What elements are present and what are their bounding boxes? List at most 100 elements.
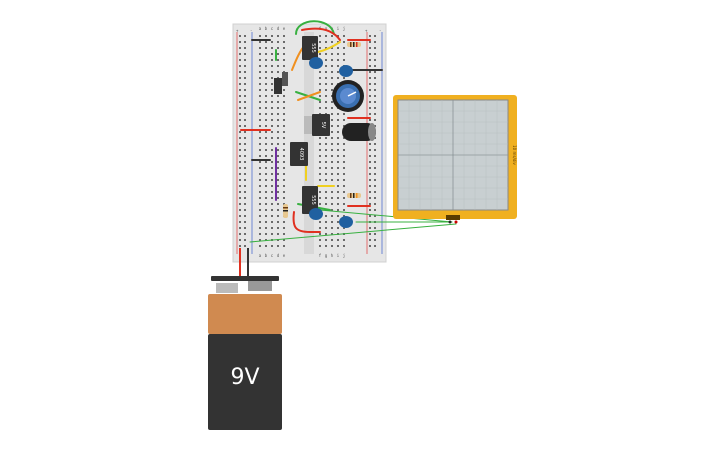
breadboard-hole: [319, 53, 321, 55]
breadboard-hole: [374, 101, 376, 103]
wire-red-bottom[interactable]: [292, 211, 321, 233]
breadboard-hole: [271, 233, 273, 235]
probe-wire-1[interactable]: [319, 209, 453, 223]
breadboard-hole: [277, 119, 279, 121]
breadboard-hole: [244, 101, 246, 103]
capacitor-electrolytic[interactable]: [342, 123, 376, 141]
breadboard-hole: [259, 71, 261, 73]
breadboard-hole: [283, 161, 285, 163]
breadboard-hole: [277, 59, 279, 61]
breadboard-hole: [331, 107, 333, 109]
breadboard-hole: [259, 47, 261, 49]
breadboard-hole: [265, 47, 267, 49]
breadboard-hole: [277, 47, 279, 49]
breadboard-hole: [239, 71, 241, 73]
breadboard-hole: [283, 221, 285, 223]
breadboard-hole: [271, 71, 273, 73]
breadboard-hole: [283, 173, 285, 175]
resistor-left[interactable]: [283, 204, 288, 218]
breadboard-hole: [325, 233, 327, 235]
breadboard-hole: [337, 137, 339, 139]
breadboard-hole: [239, 173, 241, 175]
column-letter: c: [271, 26, 274, 31]
breadboard-hole: [239, 227, 241, 229]
resistor-top[interactable]: [347, 42, 361, 47]
voltage-regulator-5v[interactable]: 5V: [304, 114, 330, 136]
breadboard-hole: [369, 197, 371, 199]
breadboard-hole: [259, 119, 261, 121]
chip-555-bottom[interactable]: 555: [302, 186, 318, 214]
breadboard-hole: [337, 239, 339, 241]
wire-yellow-1[interactable]: [317, 41, 341, 53]
breadboard-hole: [325, 179, 327, 181]
breadboard-hole: [259, 65, 261, 67]
breadboard-hole: [337, 185, 339, 187]
breadboard-hole: [283, 125, 285, 127]
capacitor-ceramic-1[interactable]: [309, 57, 323, 69]
breadboard-hole: [265, 185, 267, 187]
chip-555-top[interactable]: 555: [302, 36, 318, 60]
potentiometer[interactable]: [332, 80, 364, 112]
wire-green-top-loop[interactable]: [295, 20, 335, 35]
breadboard-hole: [319, 143, 321, 145]
capacitor-ceramic-3[interactable]: [309, 208, 323, 220]
resistor-bottom[interactable]: [347, 193, 361, 198]
breadboard-hole: [369, 191, 371, 193]
breadboard-hole: [325, 173, 327, 175]
capacitor-ceramic-4[interactable]: [339, 216, 353, 228]
breadboard-hole: [244, 161, 246, 163]
breadboard-hole: [283, 239, 285, 241]
breadboard-hole: [325, 161, 327, 163]
breadboard-hole: [337, 65, 339, 67]
breadboard-hole: [265, 155, 267, 157]
breadboard-hole: [271, 185, 273, 187]
breadboard-hole: [277, 245, 279, 247]
breadboard-hole: [239, 143, 241, 145]
breadboard-hole: [331, 203, 333, 205]
breadboard-hole: [319, 167, 321, 169]
breadboard-hole: [325, 239, 327, 241]
breadboard-hole: [369, 35, 371, 37]
breadboard-hole: [271, 203, 273, 205]
breadboard-hole: [337, 173, 339, 175]
breadboard-hole: [283, 149, 285, 151]
breadboard-hole: [239, 161, 241, 163]
breadboard-hole: [319, 41, 321, 43]
probe-wire-2[interactable]: [249, 223, 457, 243]
breadboard-hole: [239, 239, 241, 241]
breadboard-hole: [319, 35, 321, 37]
wire-red-top[interactable]: [301, 27, 341, 41]
breadboard-hole: [331, 119, 333, 121]
breadboard-hole: [259, 137, 261, 139]
breadboard-hole: [325, 35, 327, 37]
wire-orange-2[interactable]: [297, 91, 321, 101]
breadboard-hole: [369, 107, 371, 109]
oscilloscope-probe-terminal[interactable]: [446, 215, 460, 220]
breadboard-hole: [325, 155, 327, 157]
breadboard-hole: [259, 215, 261, 217]
capacitor-ceramic-2[interactable]: [339, 65, 353, 77]
column-letter: h: [331, 253, 334, 258]
chip-4093[interactable]: 4093: [290, 142, 308, 166]
breadboard-hole: [271, 245, 273, 247]
breadboard-hole: [337, 119, 339, 121]
breadboard-hole: [271, 119, 273, 121]
breadboard-hole: [325, 197, 327, 199]
column-letter: a: [259, 26, 262, 31]
breadboard-hole: [239, 233, 241, 235]
breadboard-hole: [244, 119, 246, 121]
pushbutton[interactable]: [274, 72, 288, 94]
oscilloscope[interactable]: 10 ms/div: [393, 95, 517, 224]
breadboard-hole: [259, 107, 261, 109]
breadboard-hole: [331, 89, 333, 91]
breadboard-hole: [331, 71, 333, 73]
breadboard-hole: [337, 71, 339, 73]
breadboard-hole: [343, 239, 345, 241]
breadboard-hole: [369, 161, 371, 163]
breadboard-hole: [283, 179, 285, 181]
breadboard-hole: [369, 209, 371, 211]
breadboard-hole: [374, 35, 376, 37]
breadboard-hole: [239, 59, 241, 61]
breadboard-hole: [271, 35, 273, 37]
battery-9v[interactable]: 9V: [208, 248, 282, 430]
